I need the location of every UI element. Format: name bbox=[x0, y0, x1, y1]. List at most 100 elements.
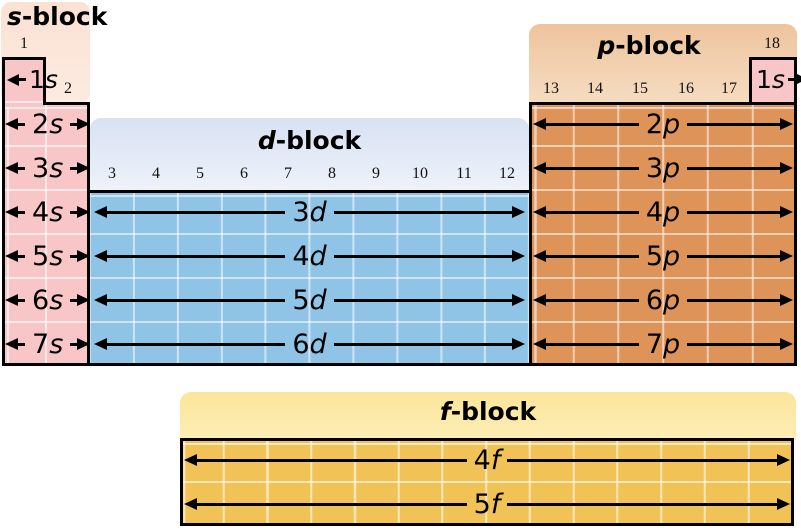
orbital-row-4p: 4p bbox=[533, 190, 793, 234]
column-label-13: 13 bbox=[543, 80, 559, 97]
right-arrow bbox=[333, 294, 526, 306]
title-suffix: -block bbox=[275, 126, 362, 155]
right-arrow bbox=[70, 338, 91, 350]
column-label-6: 6 bbox=[240, 165, 248, 182]
right-arrow bbox=[787, 73, 801, 85]
orbital-row-1s: 1s bbox=[7, 58, 58, 101]
left-arrow bbox=[7, 73, 26, 86]
left-arrow bbox=[93, 294, 286, 306]
orbital-label: 3s bbox=[32, 152, 64, 184]
orbital-row-5s: 5s bbox=[5, 234, 91, 278]
orbital-row-helium-1s: 1s bbox=[753, 58, 801, 100]
orbital-label: 4f bbox=[473, 444, 501, 476]
column-label-8: 8 bbox=[328, 165, 336, 182]
left-arrow bbox=[5, 338, 25, 350]
orbital-label: 4d bbox=[292, 240, 327, 272]
orbital-row-7p: 7p bbox=[533, 322, 793, 366]
orbital-label: 2s bbox=[32, 108, 64, 140]
column-label-3: 3 bbox=[108, 165, 116, 182]
right-arrow bbox=[687, 250, 793, 262]
right-arrow bbox=[687, 118, 793, 130]
column-label-9: 9 bbox=[372, 165, 380, 182]
column-label-5: 5 bbox=[196, 165, 204, 182]
orbital-label: 4p bbox=[645, 196, 681, 228]
left-arrow bbox=[93, 338, 286, 350]
orbital-label: 5d bbox=[292, 284, 327, 316]
orbital-label: 1s bbox=[29, 65, 58, 94]
orbital-row-3d: 3d bbox=[93, 190, 526, 234]
right-arrow bbox=[70, 162, 91, 174]
f-block-title: f-block bbox=[180, 398, 796, 426]
left-arrow bbox=[5, 118, 25, 130]
left-arrow bbox=[533, 162, 639, 174]
column-label-11: 11 bbox=[456, 165, 472, 182]
title-suffix: -block bbox=[450, 397, 537, 426]
orbital-row-2s: 2s bbox=[5, 102, 91, 146]
column-label-17: 17 bbox=[721, 80, 737, 97]
orbital-row-6s: 6s bbox=[5, 278, 91, 322]
left-arrow bbox=[93, 250, 286, 262]
orbital-row-4f: 4f bbox=[184, 438, 790, 482]
left-arrow bbox=[5, 294, 25, 306]
orbital-label: 5p bbox=[645, 240, 681, 272]
column-label-12: 12 bbox=[499, 165, 515, 182]
s-block-body bbox=[2, 102, 90, 366]
orbital-label: 2p bbox=[645, 108, 681, 140]
right-arrow bbox=[687, 206, 793, 218]
orbital-label: 3d bbox=[292, 196, 327, 228]
orbital-label: 7p bbox=[645, 328, 681, 360]
title-letter: d bbox=[257, 126, 276, 155]
d-block-panel bbox=[90, 118, 529, 192]
orbital-label: 5f bbox=[473, 488, 501, 520]
orbital-label: 6s bbox=[32, 284, 64, 316]
column-label-14: 14 bbox=[587, 80, 603, 97]
orbital-row-2p: 2p bbox=[533, 102, 793, 146]
f-block-body bbox=[180, 438, 794, 526]
orbital-label: 3p bbox=[645, 152, 681, 184]
s-block-title: s-block bbox=[7, 3, 107, 31]
orbital-row-5d: 5d bbox=[93, 278, 526, 322]
p-block-body bbox=[529, 102, 797, 366]
title-letter: s bbox=[7, 2, 22, 31]
column-label-18: 18 bbox=[764, 35, 780, 52]
column-label-16: 16 bbox=[678, 80, 694, 97]
right-arrow bbox=[70, 206, 91, 218]
p-block-title: p-block bbox=[529, 32, 769, 60]
orbital-label: 6p bbox=[645, 284, 681, 316]
orbital-label: 7s bbox=[32, 328, 64, 360]
left-arrow bbox=[533, 338, 639, 350]
left-arrow bbox=[184, 498, 467, 510]
left-arrow bbox=[5, 206, 25, 218]
title-suffix: -block bbox=[21, 2, 108, 31]
gridline-patch bbox=[5, 101, 43, 107]
column-label-15: 15 bbox=[632, 80, 648, 97]
orbital-label: 6d bbox=[292, 328, 327, 360]
left-arrow bbox=[5, 250, 25, 262]
f-block-panel bbox=[180, 392, 796, 440]
right-arrow bbox=[687, 162, 793, 174]
left-arrow bbox=[533, 294, 639, 306]
right-arrow bbox=[333, 206, 526, 218]
orbital-label: 4s bbox=[32, 196, 64, 228]
d-block-title: d-block bbox=[90, 127, 529, 155]
column-label-1: 1 bbox=[20, 35, 28, 52]
orbital-row-4s: 4s bbox=[5, 190, 91, 234]
orbital-label: 1s bbox=[756, 64, 785, 94]
right-arrow bbox=[507, 498, 790, 510]
title-letter: f bbox=[439, 397, 451, 426]
left-arrow bbox=[5, 162, 25, 174]
right-arrow bbox=[70, 294, 91, 306]
orbital-row-6p: 6p bbox=[533, 278, 793, 322]
right-arrow bbox=[507, 454, 790, 466]
orbital-row-5f: 5f bbox=[184, 482, 790, 526]
orbital-row-3s: 3s bbox=[5, 146, 91, 190]
right-arrow bbox=[687, 294, 793, 306]
right-arrow bbox=[333, 250, 526, 262]
left-arrow bbox=[184, 454, 467, 466]
orbital-label: 5s bbox=[32, 240, 64, 272]
right-arrow bbox=[333, 338, 526, 350]
column-label-4: 4 bbox=[152, 165, 160, 182]
d-block-body bbox=[90, 190, 529, 366]
column-label-10: 10 bbox=[412, 165, 428, 182]
